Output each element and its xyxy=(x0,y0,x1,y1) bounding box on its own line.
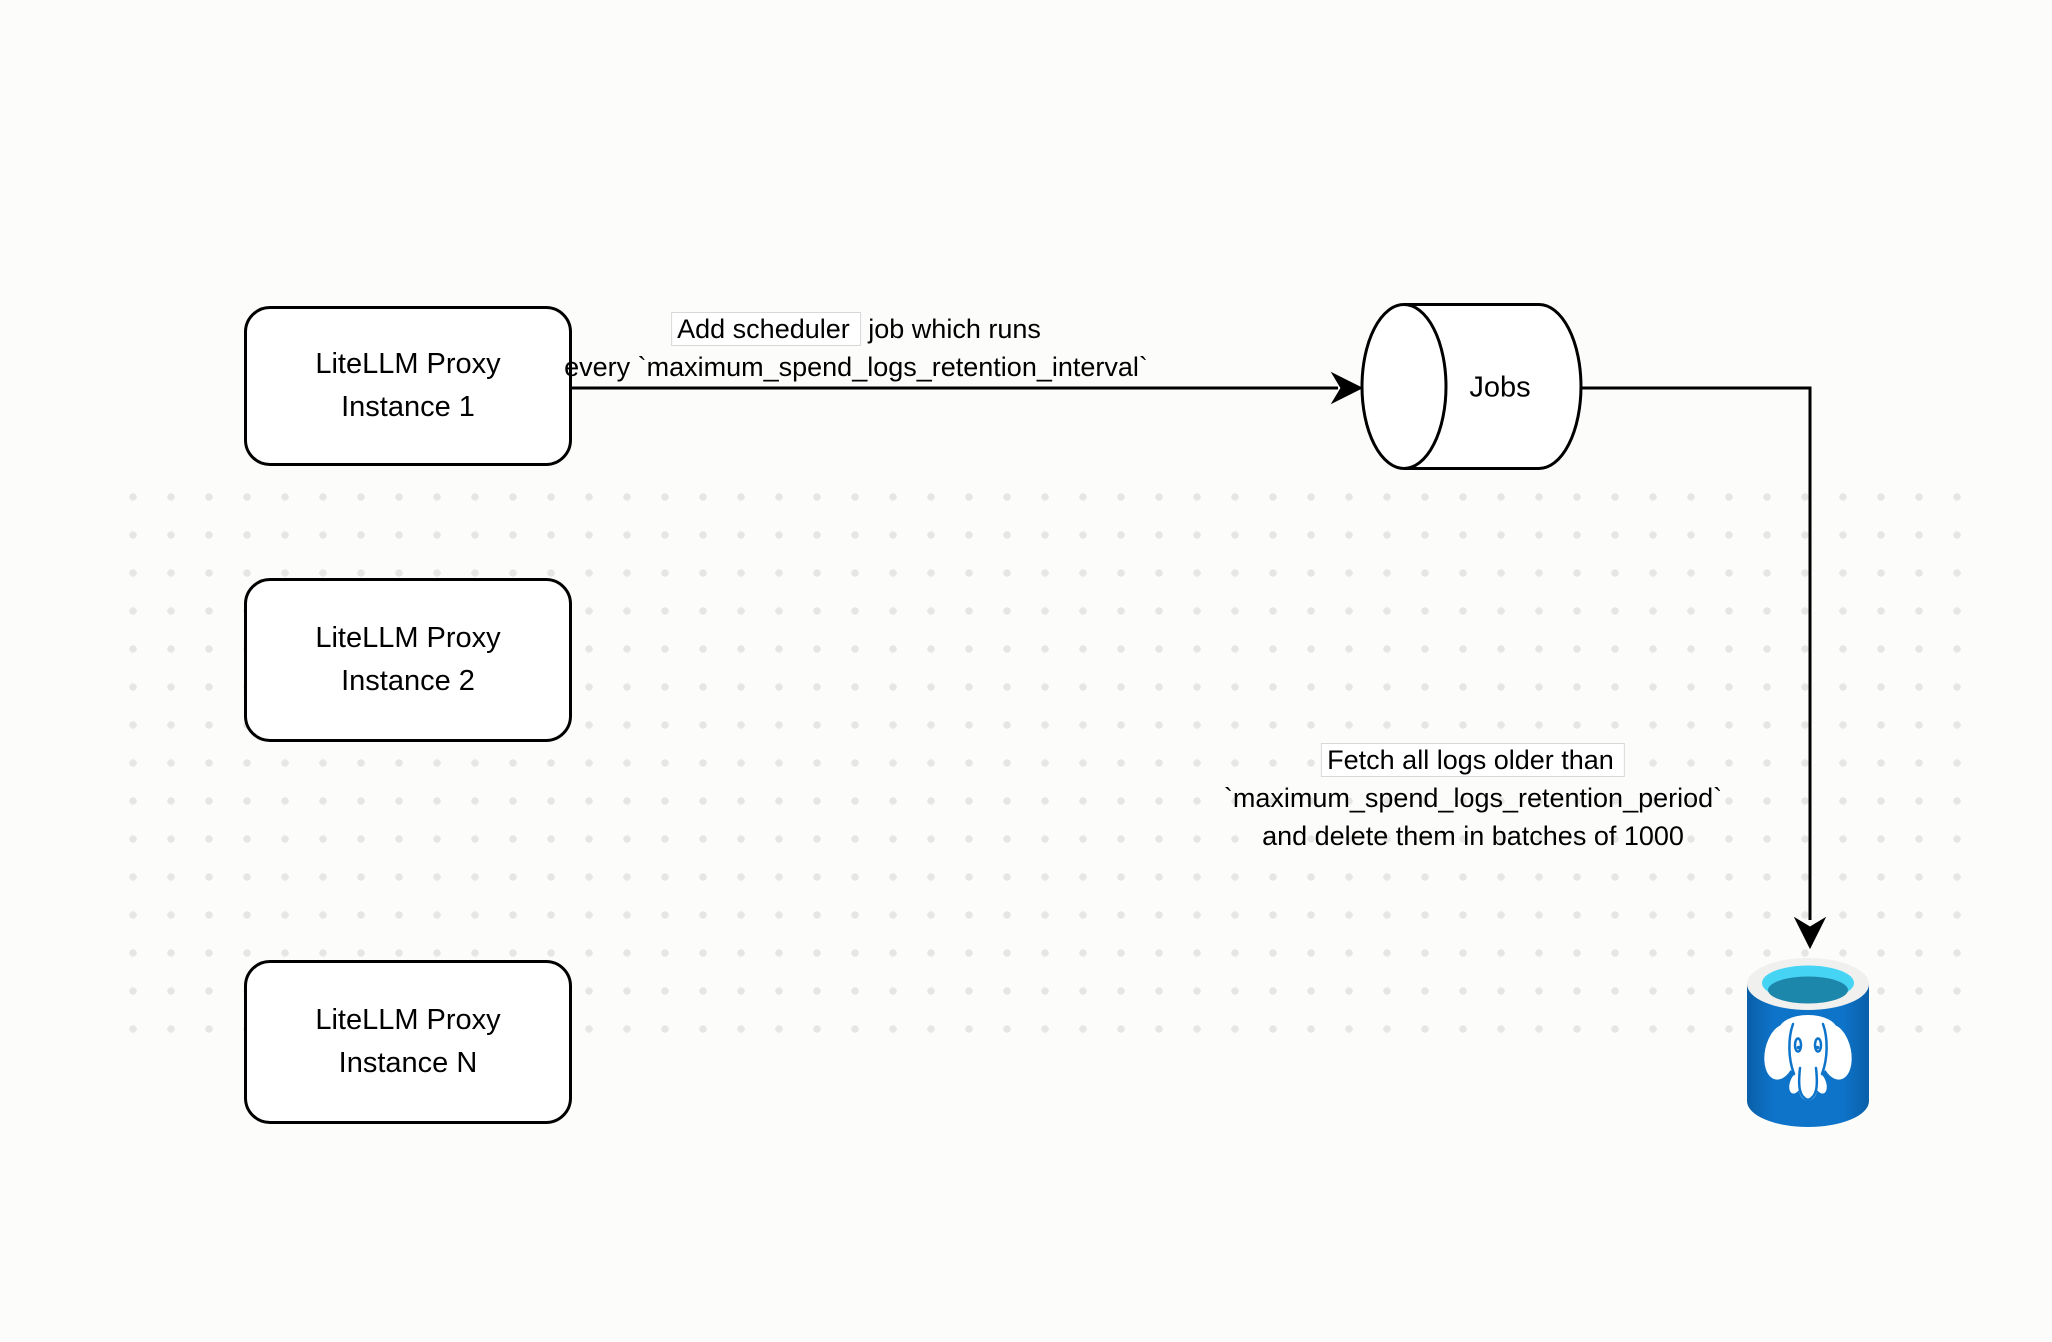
jobs-queue-body xyxy=(1404,303,1583,470)
postgres-water-deep xyxy=(1768,976,1848,1004)
edge-label-line: Add scheduler job which runs xyxy=(564,310,1148,348)
edge-label-fetch-delete: Fetch all logs older than `maximum_spend… xyxy=(1224,741,1722,855)
jobs-queue-cap xyxy=(1360,303,1448,470)
edge-label-text: job which runs xyxy=(868,314,1041,344)
postgres-elephant-icon xyxy=(1764,1015,1852,1102)
postgresql-icon xyxy=(1747,958,1869,1127)
edge-label-line: and delete them in batches of 1000 xyxy=(1262,821,1684,851)
edge-label-boxed-text: Fetch all logs older than xyxy=(1321,743,1625,777)
edge-label-scheduler: Add scheduler job which runs every `maxi… xyxy=(564,310,1148,386)
node-label-line: LiteLLM Proxy xyxy=(315,348,501,380)
node-litellm-proxy-instance-2: LiteLLM Proxy Instance 2 xyxy=(244,578,572,742)
arrowhead-into-jobs-icon xyxy=(1330,371,1364,405)
node-litellm-proxy-instance-1: LiteLLM Proxy Instance 1 xyxy=(244,306,572,466)
edge-jobs-to-postgres xyxy=(1581,386,1812,920)
jobs-queue-shape xyxy=(1360,303,1583,470)
node-label-line: Instance 2 xyxy=(341,665,475,697)
edge-label-line: `maximum_spend_logs_retention_period` xyxy=(1223,783,1723,813)
node-label-line: Instance N xyxy=(338,1047,478,1079)
node-label-line: Instance 1 xyxy=(341,391,475,423)
node-label-line: LiteLLM Proxy xyxy=(315,622,501,654)
jobs-queue-label: Jobs xyxy=(1469,371,1531,404)
edge-label-line: Fetch all logs older than xyxy=(1224,741,1722,779)
edge-label-boxed-text: Add scheduler xyxy=(671,312,861,346)
node-litellm-proxy-instance-n: LiteLLM Proxy Instance N xyxy=(244,960,572,1124)
dot-grid-background xyxy=(114,478,1976,1048)
arrowhead-into-postgres-icon xyxy=(1793,916,1827,950)
node-label-line: LiteLLM Proxy xyxy=(315,1004,501,1036)
edge-label-line: every `maximum_spend_logs_retention_inte… xyxy=(564,352,1148,382)
